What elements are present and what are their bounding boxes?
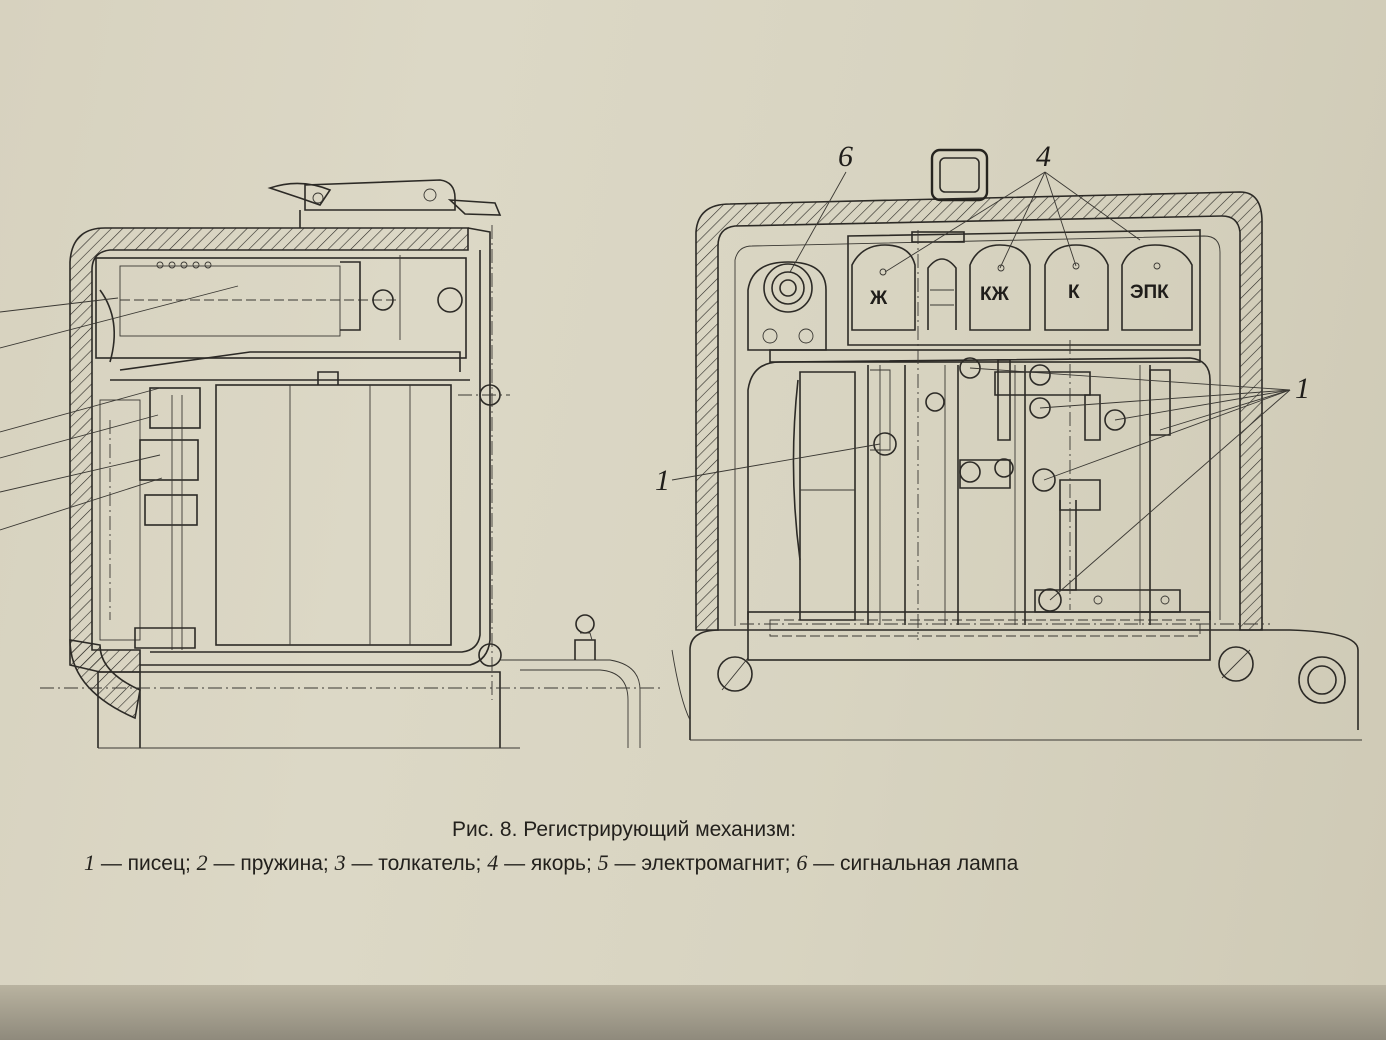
left-section-view: [0, 179, 660, 749]
technical-drawing: Ж КЖ К ЭПК: [0, 140, 1362, 749]
caption-legend: 1 — писец; 2 — пружина; 3 — толкатель; 4…: [84, 850, 1018, 876]
electromagnet-label-epk: ЭПК: [1130, 282, 1169, 303]
legend-text: — сигнальная лампа: [807, 852, 1019, 875]
legend-number: 1: [84, 850, 95, 875]
electromagnet-label-kzh: КЖ: [980, 284, 1010, 305]
legend-text: — пружина;: [207, 852, 335, 875]
legend-text: — якорь;: [498, 852, 598, 875]
callout-signal-lamp: 6: [838, 140, 853, 173]
electromagnet-label-zh: Ж: [869, 288, 888, 309]
callout-pen-right: 1: [1295, 372, 1310, 405]
legend-number: 3: [334, 850, 346, 875]
legend-text: — электромагнит;: [608, 852, 797, 875]
page-bottom-edge: [0, 985, 1386, 1040]
legend-text: — писец;: [95, 852, 197, 875]
right-section-view: Ж КЖ К ЭПК: [655, 140, 1362, 741]
callout-pen-left: 1: [655, 464, 670, 497]
legend-number: 5: [597, 850, 609, 875]
caption-title: Рис. 8. Регистрирующий механизм:: [452, 818, 797, 841]
book-page: [0, 0, 1386, 985]
legend-text: — толкатель;: [345, 852, 488, 875]
callout-armature: 4: [1036, 140, 1051, 173]
legend-number: 6: [796, 850, 808, 875]
legend-number: 4: [487, 850, 499, 875]
electromagnet-label-k: К: [1068, 282, 1080, 303]
legend-number: 2: [196, 850, 208, 875]
